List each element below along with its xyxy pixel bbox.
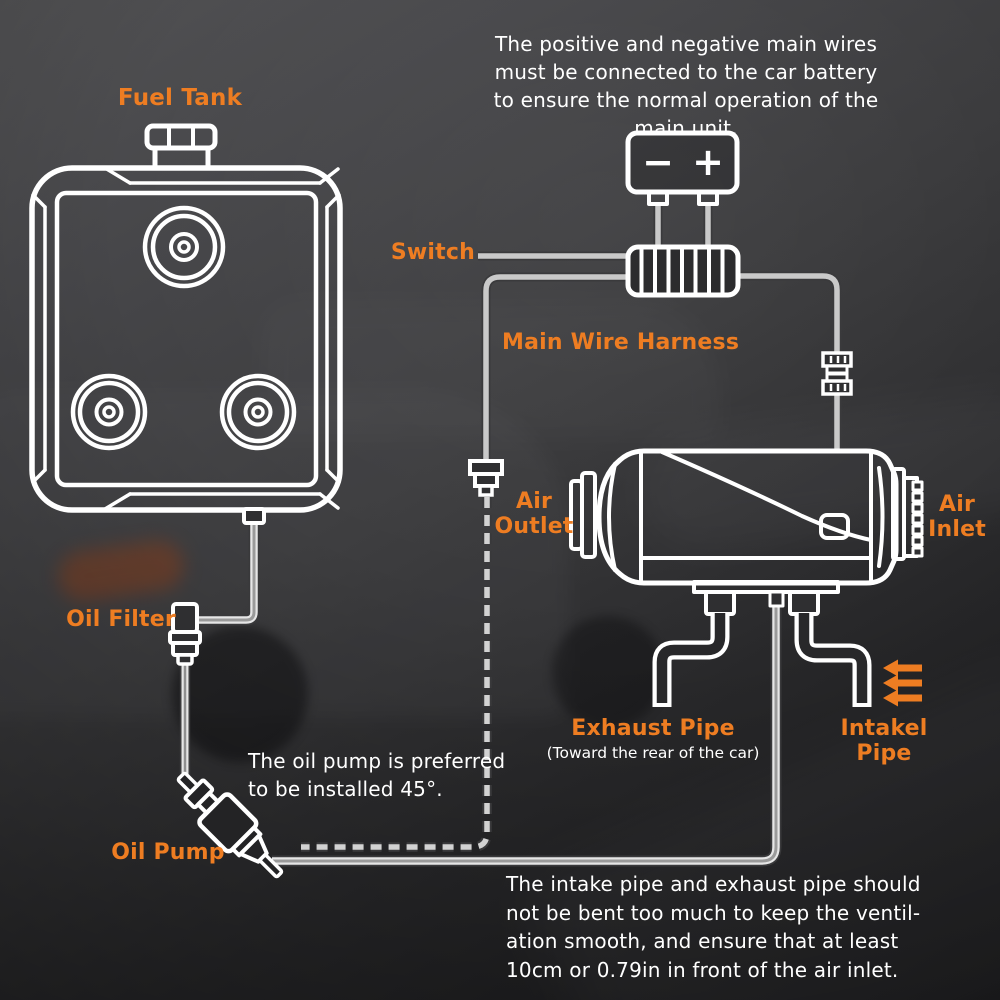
switch-label: Switch xyxy=(390,240,475,265)
heater-mount-plate xyxy=(692,580,840,594)
oil-pump-illustration xyxy=(176,771,284,879)
fuel-tank-outlet-fitting xyxy=(242,507,266,525)
harness-wire-to-outlet-connector xyxy=(481,272,628,462)
heater-air-inlet-port xyxy=(891,467,924,561)
oil-filter-illustration xyxy=(168,602,202,666)
harness-dashed-line-to-pump xyxy=(301,497,492,852)
fuel-tank-label: Fuel Tank xyxy=(117,85,243,111)
exhaust-connector xyxy=(704,590,736,616)
intake-connector xyxy=(788,590,820,616)
harness-inline-connector xyxy=(821,351,853,396)
fuel-tank-illustration xyxy=(29,123,343,525)
exhaust-pipe-label: Exhaust Pipe xyxy=(571,716,735,741)
fuse-connector-block xyxy=(625,244,741,298)
fuel-tank-port-top xyxy=(142,205,226,289)
battery-wires xyxy=(653,203,713,248)
battery-terminal-negative xyxy=(647,190,669,206)
heater-unit-illustration xyxy=(569,448,924,616)
oil-pump-label: Oil Pump xyxy=(111,840,225,865)
fuel-tank-port-left xyxy=(70,373,148,451)
fuel-line-tank-to-filter xyxy=(190,522,260,626)
heater-air-outlet-port xyxy=(569,471,597,559)
main-wire-harness-label: Main Wire Harness xyxy=(502,330,740,355)
air-outlet-connector xyxy=(468,459,504,497)
airflow-arrows-icon xyxy=(883,659,922,707)
battery-terminal-positive xyxy=(697,190,719,206)
heater-detail-port xyxy=(819,513,850,540)
oil-filter-label: Oil Filter xyxy=(66,607,176,632)
exhaust-pipe-illustration xyxy=(652,613,730,707)
battery-illustration xyxy=(625,130,740,206)
fuel-tank-cap xyxy=(144,123,218,171)
fuel-inlet-fitting xyxy=(768,590,785,608)
battery-note: The positive and negative main wires mus… xyxy=(493,32,879,140)
exhaust-pipe-sublabel: (Toward the rear of the car) xyxy=(546,744,760,762)
pipes-note: The intake pipe and exhaust pipe should … xyxy=(506,872,921,982)
air-outlet-label: Air Outlet xyxy=(494,489,574,539)
oil-pump-note: The oil pump is preferred to be installe… xyxy=(248,749,506,801)
fuel-line-pump-to-heater xyxy=(272,604,782,867)
harness-wire-to-heater xyxy=(737,271,842,452)
intake-pipe-label: Intakel Pipe xyxy=(840,716,928,766)
fuel-tank-port-right xyxy=(219,373,297,451)
air-inlet-label: Air Inlet xyxy=(928,492,986,542)
intake-pipe-illustration xyxy=(794,613,872,707)
